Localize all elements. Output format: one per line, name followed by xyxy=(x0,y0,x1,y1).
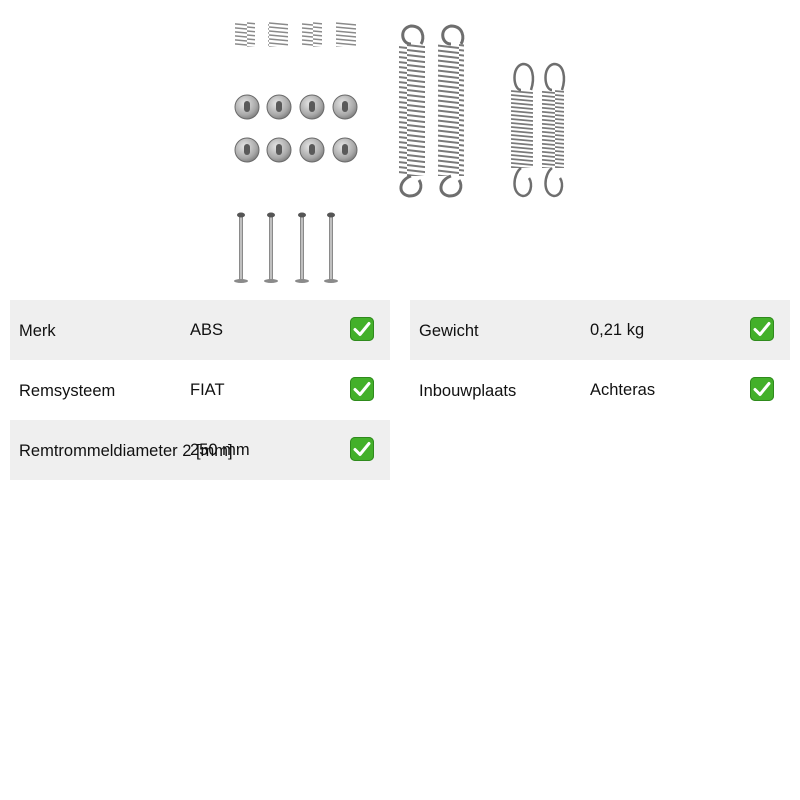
spec-table-left: Merk ABS Remsysteem FIAT Remtrommeldiame… xyxy=(10,300,390,480)
check-icon xyxy=(750,317,774,341)
spec-value: Achteras xyxy=(590,381,656,399)
spec-label: Gewicht xyxy=(419,322,479,340)
spec-table-right: Gewicht 0,21 kg Inbouwplaats Achteras xyxy=(410,300,790,420)
spec-row-merk: Merk ABS xyxy=(10,300,390,360)
spec-value: 0,21 kg xyxy=(590,321,645,339)
check-icon xyxy=(750,377,774,401)
spec-label: Remtrommeldiameter 2 [mm] xyxy=(19,442,233,460)
spec-value: ABS xyxy=(190,321,224,339)
washer-group xyxy=(234,94,358,163)
spec-label: Remsysteem xyxy=(19,382,116,400)
small-spring-group xyxy=(235,22,356,47)
spec-value: 250 mm xyxy=(190,441,250,459)
spec-label: Merk xyxy=(19,322,56,340)
spec-row-remtrommeldiameter: Remtrommeldiameter 2 [mm] 250 mm xyxy=(10,420,390,480)
spec-label: Inbouwplaats xyxy=(419,382,517,400)
spec-row-inbouwplaats: Inbouwplaats Achteras xyxy=(410,360,790,420)
spec-row-gewicht: Gewicht 0,21 kg xyxy=(410,300,790,360)
spec-value: FIAT xyxy=(190,381,225,399)
spec-row-remsysteem: Remsysteem FIAT xyxy=(10,360,390,420)
pin-group xyxy=(234,212,338,283)
medium-spring-group xyxy=(511,62,566,198)
large-spring-group xyxy=(399,24,465,198)
check-icon xyxy=(350,377,374,401)
check-icon xyxy=(350,317,374,341)
check-icon xyxy=(350,437,374,461)
brake-spring-kit-image xyxy=(234,22,566,283)
